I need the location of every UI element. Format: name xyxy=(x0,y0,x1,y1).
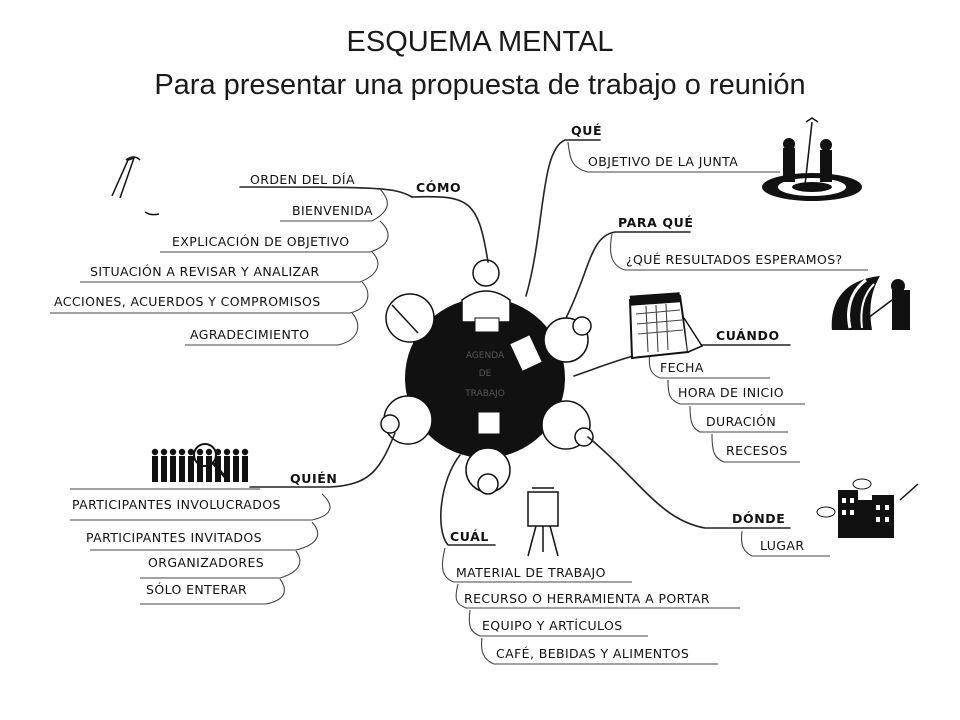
cual-item-recurso: RECURSO O HERRAMIENTA A PORTAR xyxy=(464,591,710,606)
branch-label-quien: QUIÉN xyxy=(290,471,337,486)
que-item-objetivo: OBJETIVO DE LA JUNTA xyxy=(588,154,738,169)
chart-presenter-icon xyxy=(831,276,910,330)
branch-cual: CUÁL MATERIAL DE TRABAJO RECURSO O HERRA… xyxy=(440,454,740,665)
cual-item-cafe: CAFÉ, BEBIDAS Y ALIMENTOS xyxy=(496,646,689,661)
diagram-title: ESQUEMA MENTAL xyxy=(346,26,614,58)
branch-label-que: QUÉ xyxy=(571,123,602,138)
center-label-line-1: AGENDA xyxy=(466,351,505,361)
branch-label-donde: DÓNDE xyxy=(732,511,785,526)
donde-item-lugar: LUGAR xyxy=(760,538,804,553)
branch-label-cual: CUÁL xyxy=(450,529,489,544)
branch-donde: DÓNDE LUGAR xyxy=(587,436,830,557)
quien-item-solo-enterar: SÓLO ENTERAR xyxy=(146,582,247,597)
branch-label-como: CÓMO xyxy=(416,180,461,195)
diagram-subtitle: Para presentar una propuesta de trabajo … xyxy=(154,69,806,101)
cuando-item-recesos: RECESOS xyxy=(726,443,788,458)
cual-item-equipo: EQUIPO Y ARTÍCULOS xyxy=(482,618,623,633)
cuando-item-hora: HORA DE INICIO xyxy=(678,385,784,400)
branch-label-para-que: PARA QUÉ xyxy=(618,215,693,230)
branch-que: QUÉ OBJETIVO DE LA JUNTA xyxy=(525,123,780,297)
center-label-line-2: DE xyxy=(479,369,492,379)
branch-para-que: PARA QUÉ ¿QUÉ RESULTADOS ESPERAMOS? xyxy=(565,215,868,319)
target-icon xyxy=(762,117,862,201)
flipchart-icon xyxy=(527,487,559,557)
quien-item-invitados: PARTICIPANTES INVITADOS xyxy=(86,530,262,545)
calendar-icon xyxy=(628,292,704,360)
quien-item-involucrados: PARTICIPANTES INVOLUCRADOS xyxy=(72,497,281,512)
cuando-item-fecha: FECHA xyxy=(660,360,704,375)
branch-como: CÓMO ORDEN DEL DÍA BIENVENIDA EXPLICACIÓ… xyxy=(50,172,489,346)
pen-icon xyxy=(111,156,160,216)
para-que-item-resultados: ¿QUÉ RESULTADOS ESPERAMOS? xyxy=(626,252,843,267)
cuando-item-duracion: DURACIÓN xyxy=(706,414,776,429)
como-item-acciones: ACCIONES, ACUERDOS Y COMPROMISOS xyxy=(54,294,321,309)
como-item-situacion: SITUACIÓN A REVISAR Y ANALIZAR xyxy=(90,264,320,279)
meeting-table-icon: AGENDA DE TRABAJO xyxy=(380,259,594,495)
cual-item-material: MATERIAL DE TRABAJO xyxy=(456,565,606,580)
como-item-orden-del-dia: ORDEN DEL DÍA xyxy=(250,172,355,187)
quien-item-organizadores: ORGANIZADORES xyxy=(148,555,264,570)
como-item-bienvenida: BIENVENIDA xyxy=(292,203,373,218)
como-item-explicacion: EXPLICACIÓN DE OBJETIVO xyxy=(172,234,349,249)
branch-cuando: CUÁNDO FECHA HORA DE INICIO DURACIÓN REC… xyxy=(573,328,805,463)
crowd-magnifier-icon xyxy=(151,443,249,482)
como-item-agradecimiento: AGRADECIMIENTO xyxy=(190,327,309,342)
center-label-line-3: TRABAJO xyxy=(464,389,505,399)
building-icon xyxy=(816,478,919,538)
branch-quien: QUIÉN PARTICIPANTES INVOLUCRADOS PARTICI… xyxy=(70,432,396,605)
branch-label-cuando: CUÁNDO xyxy=(716,328,780,343)
